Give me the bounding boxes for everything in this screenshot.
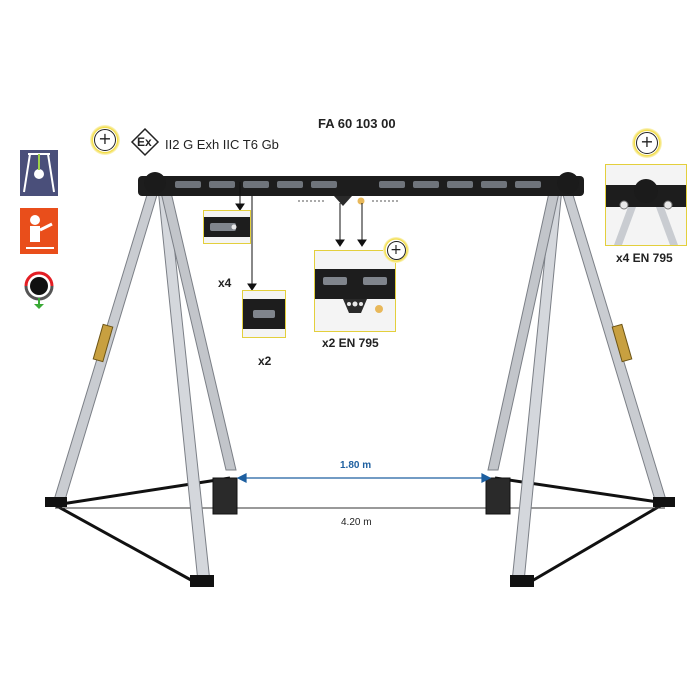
fall-arrest-device-icon bbox=[20, 264, 58, 310]
work-at-height-pictogram-icon bbox=[20, 208, 58, 254]
leg-anchor-inset bbox=[605, 164, 687, 246]
leg-anchor-label: x4 EN 795 bbox=[616, 251, 673, 265]
inner-span-dimension bbox=[236, 473, 492, 483]
option-badge: + bbox=[90, 125, 120, 155]
plus-icon: + bbox=[386, 240, 406, 260]
atex-ex-icon: Ex bbox=[130, 127, 160, 157]
left-base-cable bbox=[54, 476, 231, 587]
center-anchor-label: x2 EN 795 bbox=[322, 336, 379, 350]
atex-ex-label: Ex bbox=[137, 135, 152, 149]
outer-span-label: 4.20 m bbox=[341, 517, 372, 528]
low-anchor-inset bbox=[242, 290, 286, 338]
atex-marking: II2 G Exh IIC T6 Gb bbox=[165, 137, 279, 152]
low-anchor-qty: x2 bbox=[258, 354, 272, 368]
rescue-pictogram-icon bbox=[20, 150, 58, 196]
center-option-badge: + bbox=[383, 237, 409, 263]
top-beam bbox=[138, 172, 584, 206]
product-reference: FA 60 103 00 bbox=[318, 116, 396, 131]
top-anchor-qty: x4 bbox=[218, 276, 232, 290]
plus-icon: + bbox=[94, 129, 116, 151]
left-tripod bbox=[45, 184, 238, 587]
callout-leaders bbox=[235, 182, 367, 291]
inner-span-label: 1.80 m bbox=[340, 460, 372, 471]
right-tripod bbox=[485, 184, 675, 587]
plus-icon: + bbox=[636, 132, 658, 154]
center-anchor-inset bbox=[314, 250, 396, 332]
top-anchor-inset bbox=[203, 210, 251, 244]
option-badge-right: + bbox=[632, 128, 662, 158]
